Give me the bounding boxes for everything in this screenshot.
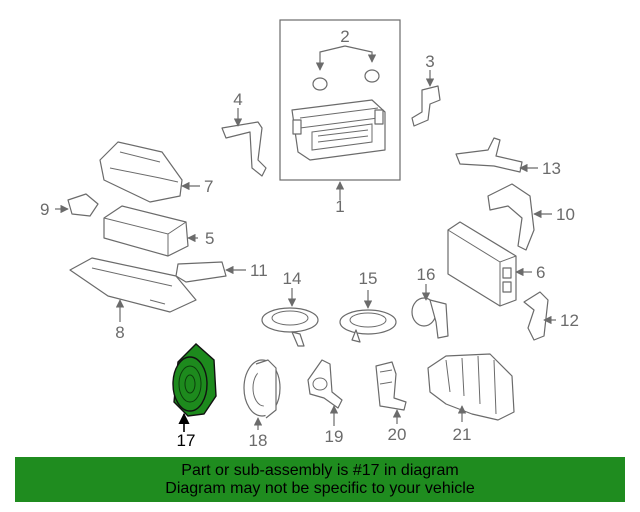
exploded-parts-diagram: 1 2 3 4 5 6 7 8 9 10 11 12 13 14 15 16 1… bbox=[40, 19, 579, 450]
info-banner: Part or sub-assembly is #17 in diagram D… bbox=[15, 457, 625, 502]
part-19-bracket[interactable] bbox=[307, 359, 343, 426]
part-1-radio-head-unit[interactable] bbox=[279, 19, 401, 181]
part-5-amplifier[interactable] bbox=[103, 205, 198, 257]
callout-13: 13 bbox=[542, 159, 561, 178]
banner-line-disclaimer: Diagram may not be specific to your vehi… bbox=[165, 480, 475, 497]
callout-16: 16 bbox=[417, 265, 436, 284]
callout-4: 4 bbox=[233, 90, 242, 109]
part-14-speaker[interactable] bbox=[261, 288, 319, 347]
callout-labels: 1 2 3 4 5 6 7 8 9 10 11 12 13 14 15 16 1… bbox=[40, 27, 579, 450]
part-13-bracket[interactable] bbox=[455, 137, 538, 173]
part-20-bracket[interactable] bbox=[375, 361, 407, 424]
part-16-tweeter[interactable] bbox=[411, 284, 449, 339]
callout-14: 14 bbox=[283, 269, 302, 288]
callout-19: 19 bbox=[325, 427, 344, 446]
callout-2: 2 bbox=[340, 27, 349, 46]
part-10-bracket[interactable] bbox=[487, 183, 552, 251]
callout-1: 1 bbox=[335, 197, 344, 216]
banner-line-part-info: Part or sub-assembly is #17 in diagram bbox=[181, 462, 459, 479]
callout-3: 3 bbox=[425, 52, 434, 71]
callout-11: 11 bbox=[250, 261, 268, 280]
callout-18: 18 bbox=[249, 431, 268, 450]
callout-6: 6 bbox=[536, 263, 545, 282]
part-8-panel[interactable] bbox=[69, 257, 197, 322]
callout-17-highlighted: 17 bbox=[177, 431, 196, 450]
part-11-bracket[interactable] bbox=[175, 261, 246, 283]
callout-10: 10 bbox=[556, 205, 575, 224]
part-17-speaker-highlighted[interactable] bbox=[172, 343, 217, 432]
part-12-bracket[interactable] bbox=[523, 291, 556, 341]
part-3-bracket[interactable] bbox=[411, 70, 441, 127]
callout-5: 5 bbox=[205, 229, 214, 248]
callout-15: 15 bbox=[359, 269, 378, 288]
callout-20: 20 bbox=[388, 425, 407, 444]
callout-9: 9 bbox=[40, 200, 49, 219]
part-6-module[interactable] bbox=[447, 221, 532, 307]
callout-21: 21 bbox=[453, 425, 472, 444]
part-7-cover[interactable] bbox=[99, 141, 200, 203]
part-2-knobs[interactable] bbox=[312, 45, 380, 91]
part-4-bracket[interactable] bbox=[221, 108, 267, 177]
callout-12: 12 bbox=[560, 311, 579, 330]
part-18-speaker[interactable] bbox=[243, 359, 281, 430]
part-15-speaker[interactable] bbox=[339, 290, 397, 343]
part-9-clip[interactable] bbox=[55, 193, 99, 217]
part-21-housing[interactable] bbox=[427, 353, 515, 422]
callout-7: 7 bbox=[204, 177, 213, 196]
callout-8: 8 bbox=[115, 323, 124, 342]
